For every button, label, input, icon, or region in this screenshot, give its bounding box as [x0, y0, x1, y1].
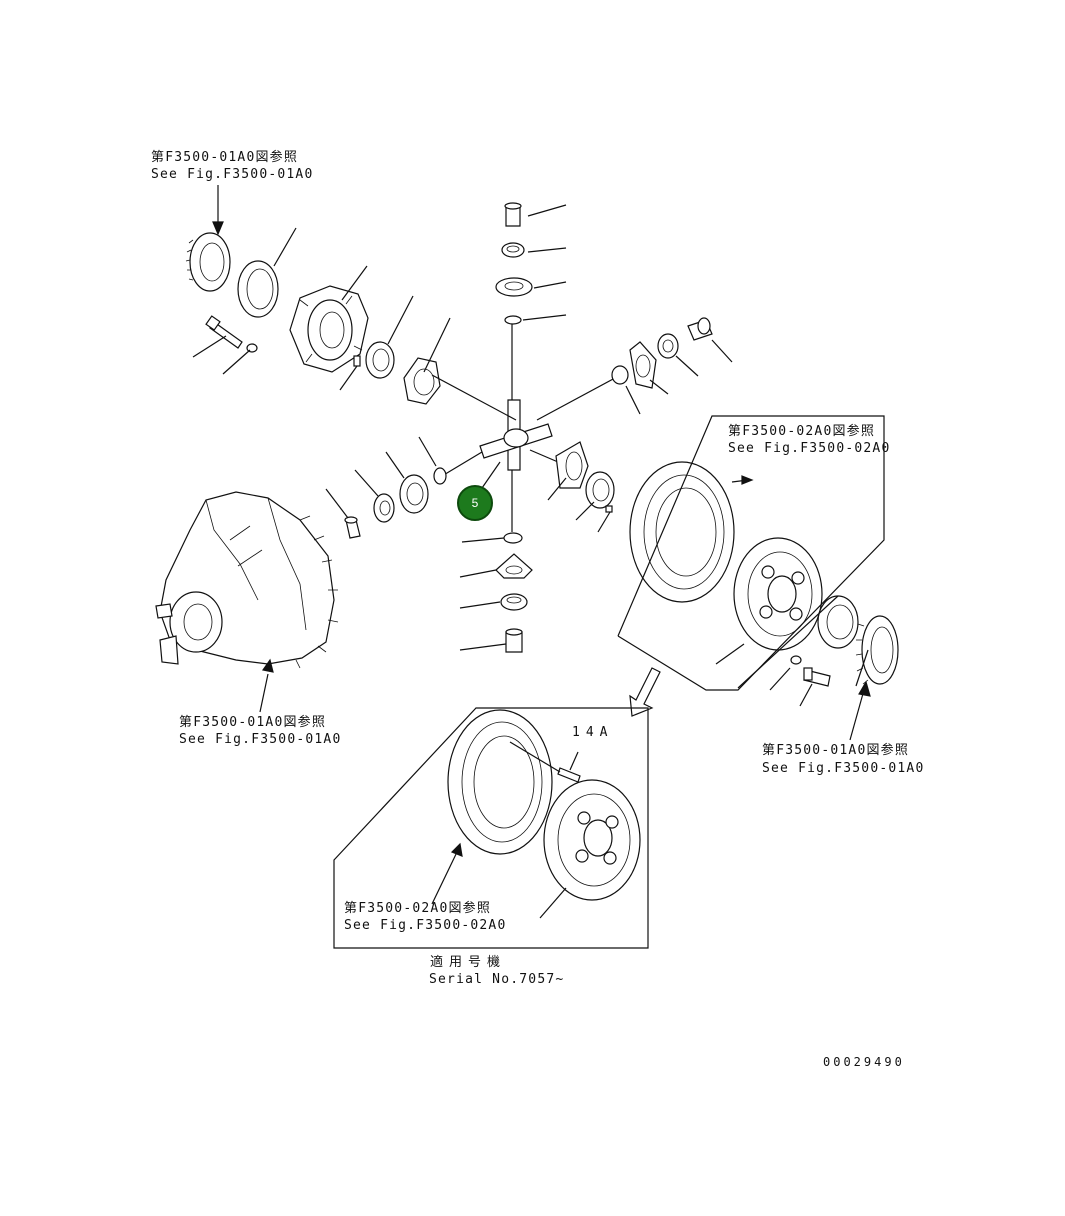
- vertical-stack-top: [495, 202, 533, 325]
- ring-gear-right: [629, 461, 735, 603]
- thrust-washer-left: [365, 341, 395, 379]
- part-callout-5[interactable]: 5: [457, 485, 493, 521]
- side-gear-left: [403, 357, 441, 405]
- ref-left-jp: 第F3500-01A0図参照: [179, 715, 327, 730]
- applicable-serial-jp: 適用号機: [430, 955, 507, 970]
- axle-housing: [155, 491, 339, 672]
- bearing-cone-top-left: [185, 232, 231, 292]
- inset-part-label: 14A: [572, 725, 614, 740]
- inset-ring-gear: [447, 709, 553, 855]
- ref-left-en: See Fig.F3500-01A0: [179, 732, 342, 747]
- ref-right-en: See Fig.F3500-02A0: [728, 441, 891, 456]
- drawing-number: 00029490: [823, 1055, 905, 1069]
- bearing-right: [817, 595, 899, 685]
- bearing-cup-top-left: [237, 260, 279, 318]
- inset-pin-14a: [557, 767, 581, 783]
- applicable-serial-en: Serial No.7057~: [429, 972, 565, 987]
- differential-case-right: [733, 537, 823, 651]
- right-side-gear-parts: [555, 317, 713, 513]
- differential-case-left-half: [289, 285, 369, 373]
- inset-differential-case: [543, 779, 641, 901]
- left-mid-parts: [344, 467, 447, 539]
- spider-cross: [479, 399, 553, 471]
- ref-inset-en: See Fig.F3500-02A0: [344, 918, 507, 933]
- ref-inset-jp: 第F3500-02A0図参照: [344, 901, 492, 916]
- bolt-top-left: [205, 315, 243, 349]
- pin-top-left: [353, 355, 361, 367]
- vertical-stack-bottom: [495, 532, 533, 653]
- ref-bottom-right-jp: 第F3500-01A0図参照: [762, 743, 910, 758]
- ref-bottom-right-en: See Fig.F3500-01A0: [762, 761, 925, 776]
- ref-top-left-en: See Fig.F3500-01A0: [151, 167, 314, 182]
- ref-right-jp: 第F3500-02A0図参照: [728, 424, 876, 439]
- ref-top-left-jp: 第F3500-01A0図参照: [151, 150, 299, 165]
- bolt-right: [790, 655, 831, 687]
